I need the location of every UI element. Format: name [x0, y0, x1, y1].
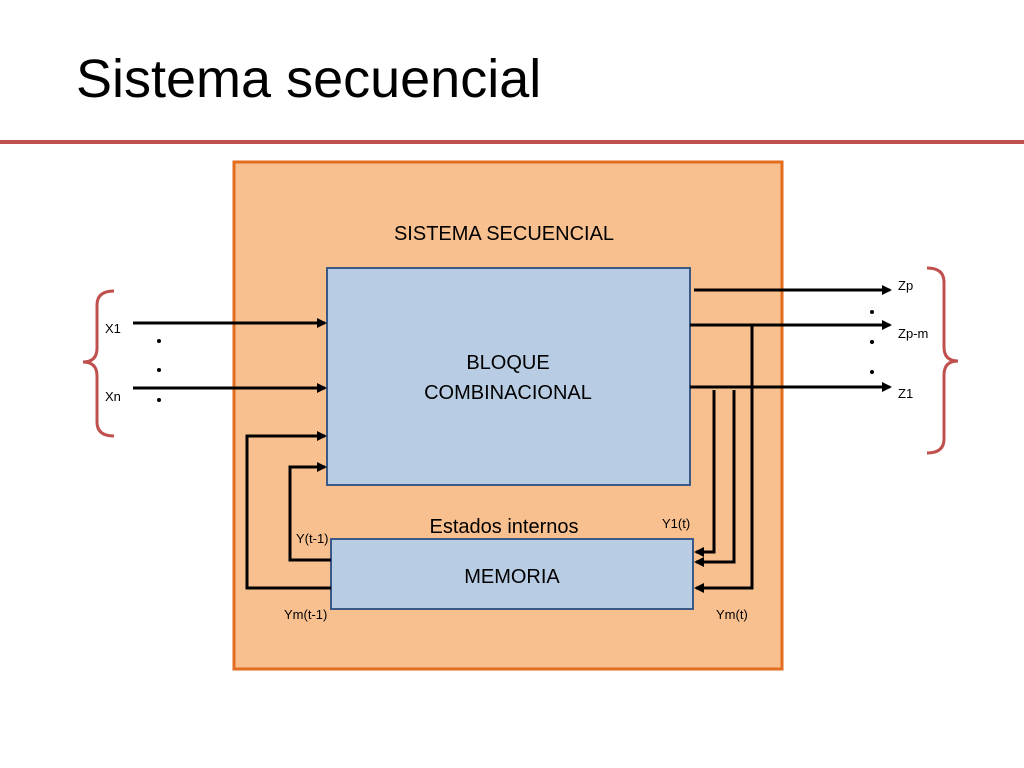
- system-label: SISTEMA SECUENCIAL: [394, 223, 614, 245]
- input-ellipsis-dot: [157, 339, 161, 343]
- state-path-y1: [694, 390, 716, 557]
- output-brace: [926, 266, 959, 455]
- memory-block: [330, 538, 694, 610]
- internal-states-label: Estados internos: [430, 516, 579, 538]
- input-label-xn: Xn: [105, 389, 121, 404]
- output-ellipsis-dot: [870, 310, 874, 314]
- input-ellipsis-dot: [157, 368, 161, 372]
- output-label-zpm: Zp-m: [898, 326, 928, 341]
- slide-title: Sistema secuencial: [76, 49, 542, 109]
- state-label-ymt: Ym(t): [716, 607, 748, 622]
- feedback-path-y: [288, 462, 331, 562]
- output-label-z1: Z1: [898, 386, 913, 401]
- feedback-path-ym: [245, 431, 331, 590]
- state-path-y2: [694, 390, 736, 567]
- memory-label: MEMORIA: [464, 566, 560, 588]
- input-brace: [82, 289, 115, 438]
- combinational-block: [326, 267, 691, 486]
- output-label-zp: Zp: [898, 278, 913, 293]
- combinational-label-line1: BLOQUE: [466, 352, 549, 374]
- state-label-ymt1: Ym(t-1): [284, 607, 327, 622]
- combinational-label-line2: COMBINACIONAL: [424, 382, 592, 404]
- state-label-y1t: Y1(t): [662, 516, 690, 531]
- state-label-yt1: Y(t-1): [296, 531, 329, 546]
- title-divider: [0, 140, 1024, 144]
- output-ellipsis-dot: [870, 340, 874, 344]
- input-ellipsis-dot: [157, 398, 161, 402]
- output-ellipsis-dot: [870, 370, 874, 374]
- state-path-ym: [694, 325, 754, 593]
- input-label-x1: X1: [105, 321, 121, 336]
